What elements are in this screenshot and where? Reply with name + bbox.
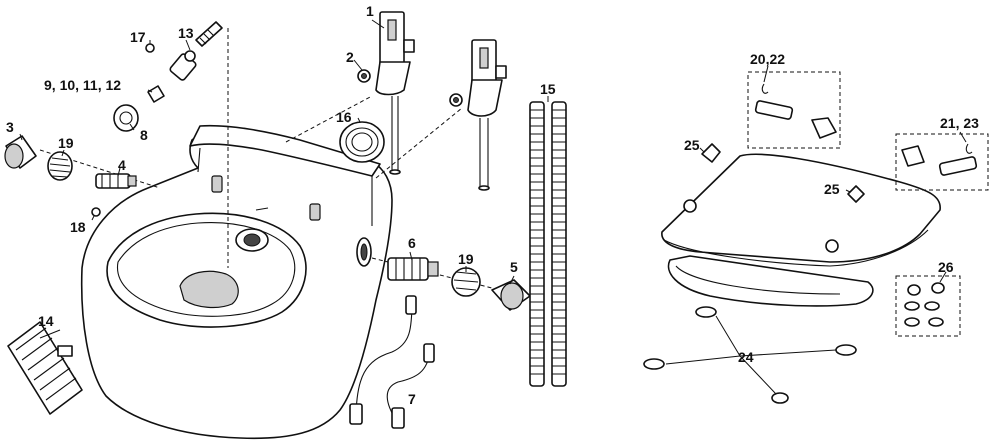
callout-20-22: 20,22	[750, 51, 785, 67]
flex-strips	[529, 101, 567, 387]
callout-14: 14	[38, 313, 54, 329]
ribbed-ring-left	[47, 151, 73, 181]
valve-cartridge-left	[95, 173, 137, 189]
callout-4: 4	[118, 157, 126, 173]
callout-19-right: 19	[458, 251, 474, 267]
callout-6: 6	[408, 235, 416, 251]
callout-25-b: 25	[824, 181, 840, 197]
washer-8	[113, 104, 139, 132]
o-ring-17	[145, 43, 155, 53]
callout-5: 5	[510, 259, 518, 275]
callout-25-a: 25	[684, 137, 700, 153]
knob-right	[491, 279, 531, 311]
callout-16: 16	[336, 109, 352, 125]
callout-9-12: 9, 10, 11, 12	[44, 77, 121, 93]
o-ring-18	[91, 207, 101, 217]
callout-18: 18	[70, 219, 86, 235]
fixing-kit-box	[895, 275, 961, 337]
flush-bracket-left	[375, 11, 415, 175]
ribbed-ring-right	[451, 267, 481, 297]
callout-labels: 1 2 3 4 5 6 7 8 9, 10, 11, 12 13 14 15 1…	[6, 3, 979, 407]
hose-fitting	[169, 21, 223, 81]
callout-21-23: 21, 23	[940, 115, 979, 131]
valve-cartridge-right	[387, 257, 439, 281]
hinge-kit-box-1	[747, 71, 841, 149]
callout-8: 8	[140, 127, 148, 143]
callout-13: 13	[178, 25, 194, 41]
callout-19-left: 19	[58, 135, 74, 151]
callout-7: 7	[408, 391, 416, 407]
callout-15: 15	[540, 81, 556, 97]
nut-part-2	[357, 69, 463, 107]
callout-17: 17	[130, 29, 146, 45]
flush-bracket-right	[467, 39, 507, 191]
callout-2: 2	[346, 49, 354, 65]
callout-26: 26	[938, 259, 954, 275]
hinge-kit-box-2	[895, 133, 989, 191]
callout-1: 1	[366, 3, 374, 19]
toilet-bowl	[80, 124, 393, 440]
toilet-seat-lid	[661, 143, 941, 307]
flex-hose	[349, 295, 435, 429]
knob-left	[4, 135, 37, 169]
filter-grille	[7, 321, 83, 415]
buffer-pads	[643, 306, 857, 404]
leader-lines	[19, 19, 967, 395]
seal-ring	[339, 121, 385, 163]
small-cap	[147, 85, 165, 103]
callout-3: 3	[6, 119, 14, 135]
callout-24: 24	[738, 349, 754, 365]
